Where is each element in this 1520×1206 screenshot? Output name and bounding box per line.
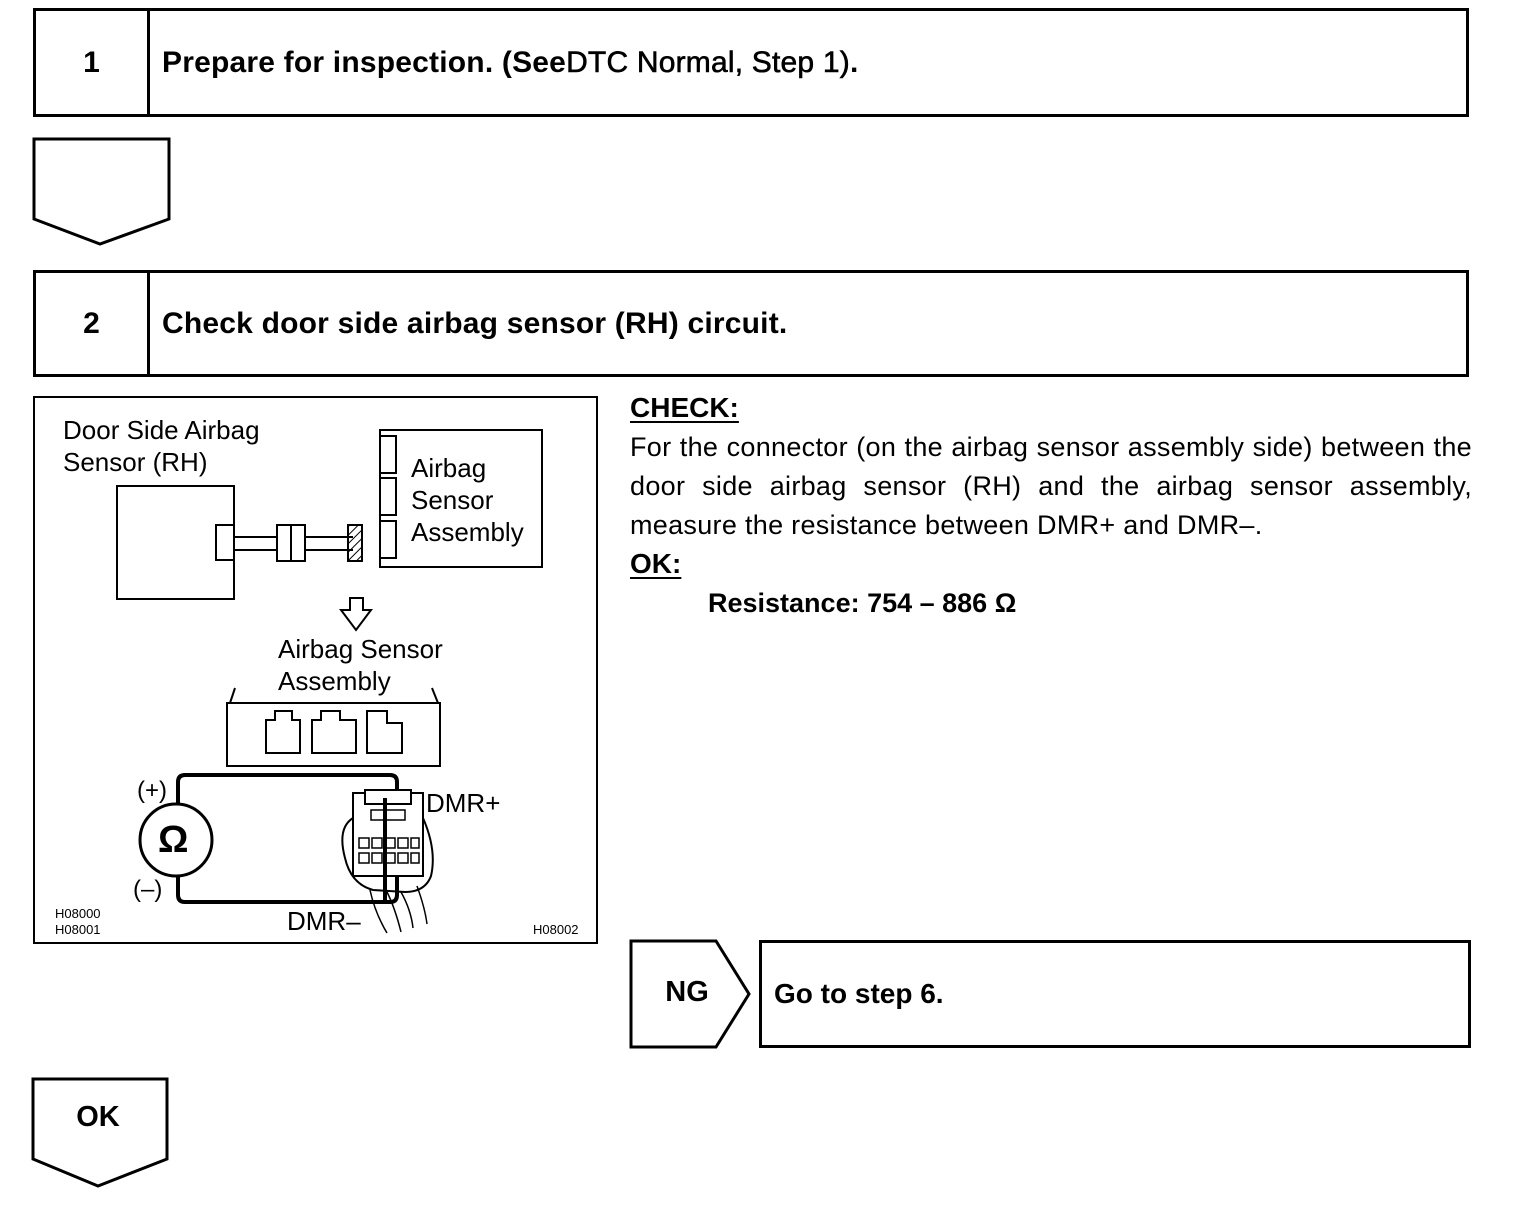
step-1-title-end: . bbox=[849, 45, 859, 79]
flow-arrow-step-1 bbox=[32, 137, 171, 246]
ok-flow-label: OK bbox=[76, 1101, 120, 1133]
assembly-connector-label-2: Assembly bbox=[278, 666, 391, 696]
door-sensor-label-line2: Sensor (RH) bbox=[63, 447, 208, 477]
step-2-number: 2 bbox=[36, 273, 150, 374]
assembly-top-label-1: Airbag bbox=[411, 453, 487, 483]
step-2-box: 2 Check door side airbag sensor (RH) cir… bbox=[33, 270, 1469, 377]
dmr-minus-label: DMR– bbox=[287, 906, 361, 936]
ok-flow-arrow bbox=[31, 1077, 169, 1188]
figure-code-2: H08001 bbox=[55, 922, 101, 937]
ohmmeter-icon bbox=[138, 802, 214, 878]
step-1-title: Prepare for inspection. (See DTC Normal,… bbox=[150, 11, 1466, 114]
figure-code-3: H08002 bbox=[533, 922, 579, 937]
step-1-number: 1 bbox=[36, 11, 150, 114]
ng-action-box: Go to step 6. bbox=[759, 940, 1471, 1048]
inspection-figure: Door Side Airbag Sensor (RH) bbox=[33, 396, 598, 944]
hand-outline bbox=[341, 817, 434, 894]
hatched-connector bbox=[347, 524, 363, 562]
assembly-top-label-2: Sensor bbox=[411, 485, 494, 515]
step-1-box: 1 Prepare for inspection. (See DTC Norma… bbox=[33, 8, 1469, 117]
door-sensor-connector bbox=[215, 524, 235, 561]
harness-connector-b bbox=[290, 524, 306, 562]
check-heading: CHECK: bbox=[630, 392, 739, 423]
down-arrow-icon bbox=[339, 597, 373, 632]
dmr-plus-label: DMR+ bbox=[426, 788, 501, 818]
ng-label: NG bbox=[665, 976, 709, 1008]
ng-action-text: Go to step 6. bbox=[774, 978, 944, 1009]
figure-code-1: H08000 bbox=[55, 906, 101, 921]
check-instructions: For the connector (on the airbag sensor … bbox=[630, 432, 1472, 540]
assembly-connector-label-1: Airbag Sensor bbox=[278, 634, 443, 664]
door-sensor-body bbox=[116, 485, 235, 600]
harness-connector-a bbox=[276, 524, 292, 562]
resistance-spec: Resistance: 754 – 886 Ω bbox=[708, 588, 1017, 618]
ok-heading: OK: bbox=[630, 548, 682, 579]
wiring-diagram bbox=[116, 429, 543, 934]
step-1-title-bold: Prepare for inspection. (See bbox=[162, 45, 567, 79]
step-1-title-reference: DTC Normal, Step 1) bbox=[566, 45, 850, 79]
ohm-symbol: Ω bbox=[158, 819, 189, 861]
negative-terminal-label: (–) bbox=[133, 876, 163, 903]
assembly-top-body bbox=[379, 429, 543, 568]
ng-arrow-shape bbox=[629, 939, 751, 1049]
positive-terminal-label: (+) bbox=[137, 777, 167, 804]
step-2-title: Check door side airbag sensor (RH) circu… bbox=[162, 306, 788, 340]
assembly-top-label-3: Assembly bbox=[411, 517, 524, 547]
door-sensor-label-line1: Door Side Airbag bbox=[63, 415, 260, 445]
